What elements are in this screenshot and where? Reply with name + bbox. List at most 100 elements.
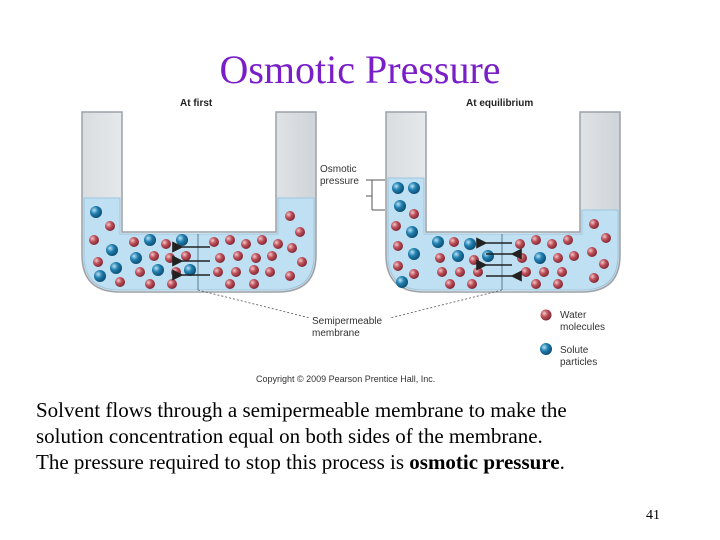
water-molecule <box>265 267 275 277</box>
solute-particle <box>406 226 418 238</box>
water-molecule <box>393 261 403 271</box>
label-at-first: At first <box>180 98 213 109</box>
legend-water-2: molecules <box>560 322 605 333</box>
water-molecule <box>531 235 541 245</box>
osmosis-diagram: At first At equilibrium Osmotic pressure… <box>81 98 621 384</box>
solute-particle <box>110 262 122 274</box>
water-molecule <box>587 247 597 257</box>
solute-particle <box>394 200 406 212</box>
water-molecule <box>165 253 175 263</box>
water-molecule <box>469 255 479 265</box>
water-molecule <box>517 253 527 263</box>
solute-particle <box>482 250 494 262</box>
water-molecule <box>285 211 295 221</box>
water-molecule <box>435 253 445 263</box>
water-molecule <box>445 279 455 289</box>
solute-particle <box>464 238 476 250</box>
solute-particle <box>534 252 546 264</box>
solute-particle <box>392 182 404 194</box>
water-molecule <box>449 237 459 247</box>
water-molecule <box>391 221 401 231</box>
u-tube-at-first <box>81 111 317 293</box>
water-molecule <box>521 267 531 277</box>
solute-particle <box>408 248 420 260</box>
membrane-pointers <box>197 289 503 319</box>
solute-particle <box>396 276 408 288</box>
osmotic-pressure-bracket <box>366 179 385 211</box>
copyright: Copyright © 2009 Pearson Prentice Hall, … <box>256 374 435 384</box>
water-molecule <box>455 267 465 277</box>
water-molecule <box>569 251 579 261</box>
water-molecule <box>215 253 225 263</box>
legend-solute-2: particles <box>560 357 597 368</box>
water-molecule <box>171 267 181 277</box>
label-osmotic-1: Osmotic <box>320 164 357 175</box>
water-molecule <box>531 279 541 289</box>
water-molecule <box>213 267 223 277</box>
solute-particle <box>130 252 142 264</box>
water-molecule <box>285 271 295 281</box>
water-molecule <box>467 279 477 289</box>
water-molecule <box>167 279 177 289</box>
water-molecule <box>149 251 159 261</box>
water-molecule <box>295 227 305 237</box>
water-molecule <box>89 235 99 245</box>
slide-title: Osmotic Pressure <box>219 47 501 92</box>
water-molecule <box>273 239 283 249</box>
water-molecule <box>409 209 419 219</box>
water-molecule <box>225 279 235 289</box>
water-molecule <box>115 277 125 287</box>
legend-solute-icon <box>540 343 552 355</box>
water-molecule <box>515 239 525 249</box>
legend: Water molecules Solute particles <box>540 309 605 368</box>
water-molecule <box>181 251 191 261</box>
water-molecule <box>161 239 171 249</box>
caption-line-3-pre: The pressure required to stop this proce… <box>36 450 410 474</box>
label-membrane-1: Semipermeable <box>312 316 382 327</box>
label-at-equilibrium: At equilibrium <box>466 98 533 109</box>
water-molecule <box>297 257 307 267</box>
water-molecule <box>129 237 139 247</box>
water-molecule <box>589 273 599 283</box>
water-molecule <box>251 253 261 263</box>
solute-particle <box>94 270 106 282</box>
label-membrane-2: membrane <box>312 328 360 339</box>
water-molecule <box>241 239 251 249</box>
caption: Solvent flows through a semipermeable me… <box>36 397 696 475</box>
water-molecule <box>539 267 549 277</box>
water-molecule <box>105 221 115 231</box>
solute-particle <box>90 206 102 218</box>
water-molecule <box>437 267 447 277</box>
water-molecule <box>553 253 563 263</box>
water-molecule <box>557 267 567 277</box>
label-osmotic-2: pressure <box>320 176 359 187</box>
solute-particle <box>144 234 156 246</box>
solute-particle <box>184 264 196 276</box>
water-molecule <box>601 233 611 243</box>
solute-particle <box>432 236 444 248</box>
u-tube-at-equilibrium <box>385 111 621 293</box>
solute-particle <box>452 250 464 262</box>
caption-line-3: The pressure required to stop this proce… <box>36 449 696 475</box>
water-molecule <box>563 235 573 245</box>
caption-bold-term: osmotic pressure <box>409 450 560 474</box>
water-molecule <box>209 237 219 247</box>
solute-particle <box>106 244 118 256</box>
water-molecule <box>135 267 145 277</box>
water-molecule <box>473 267 483 277</box>
water-molecule <box>409 269 419 279</box>
page-number: 41 <box>646 508 660 523</box>
water-molecule <box>287 243 297 253</box>
water-molecule <box>599 259 609 269</box>
solute-particle <box>408 182 420 194</box>
water-molecule <box>145 279 155 289</box>
water-molecule <box>231 267 241 277</box>
legend-solute-1: Solute <box>560 345 589 356</box>
water-molecule <box>553 279 563 289</box>
water-molecule <box>225 235 235 245</box>
solute-particle <box>176 234 188 246</box>
solute-particle <box>152 264 164 276</box>
water-molecule <box>589 219 599 229</box>
caption-line-1: Solvent flows through a semipermeable me… <box>36 398 567 422</box>
caption-line-3-post: . <box>559 450 565 474</box>
